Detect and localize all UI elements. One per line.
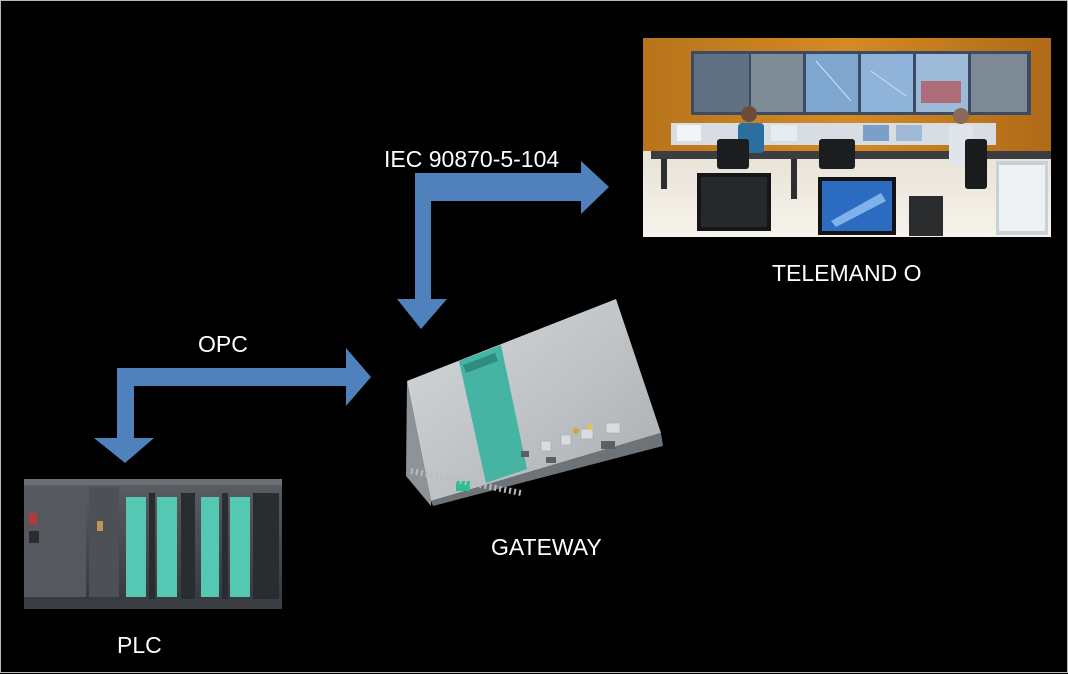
- opc-arrow: [94, 348, 371, 463]
- opc-protocol-label: OPC: [198, 331, 248, 357]
- control-room-photo: [643, 38, 1051, 237]
- gateway-device: [406, 299, 663, 506]
- gateway-label: GATEWAY: [491, 534, 602, 560]
- telemando-label: TELEMAND O: [772, 260, 922, 286]
- iec-protocol-label: IEC 90870-5-104: [384, 146, 560, 172]
- plc-rack: [24, 479, 282, 609]
- plc-label: PLC: [117, 632, 162, 658]
- iec-arrow: [397, 161, 609, 329]
